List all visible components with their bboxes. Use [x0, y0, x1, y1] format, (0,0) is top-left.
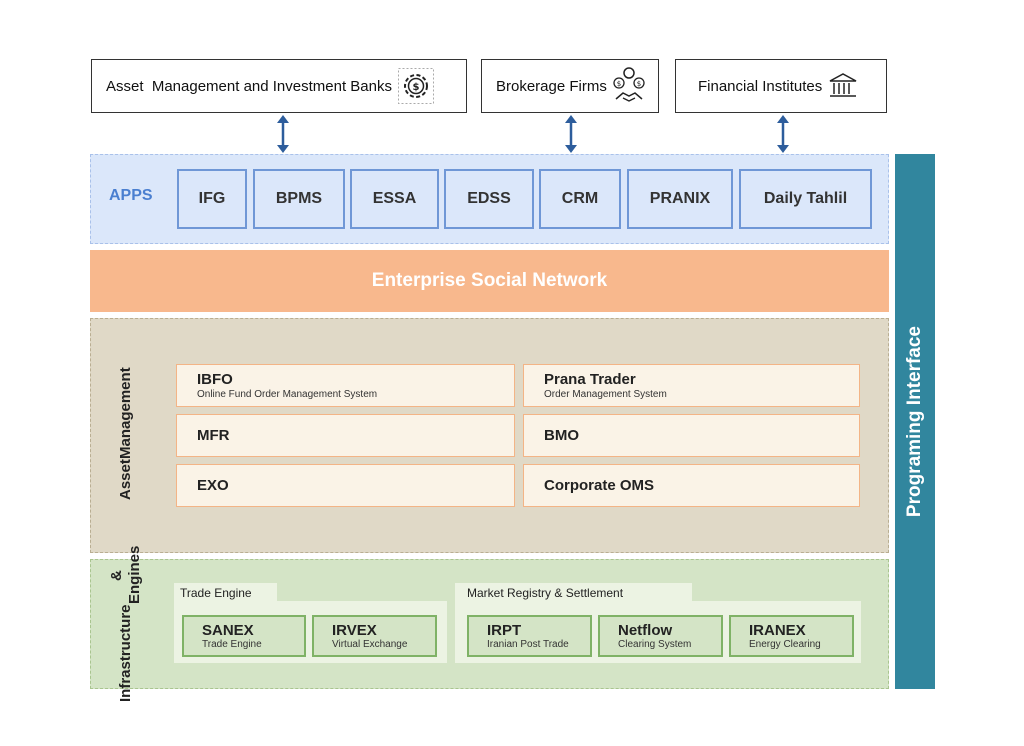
- netflow-title: Netflow: [618, 622, 673, 639]
- asset-management-label-line2: Management: [117, 367, 134, 460]
- svg-text:$: $: [637, 80, 641, 88]
- svg-text:$: $: [617, 80, 621, 88]
- app-pranix: PRANIX: [627, 169, 733, 229]
- ibfo-box: IBFO Online Fund Order Management System: [176, 364, 515, 407]
- app-ifg: IFG: [177, 169, 247, 229]
- market-registry-group-label: Market Registry & Settlement: [455, 583, 692, 603]
- app-essa: ESSA: [350, 169, 439, 229]
- brokerage-label: Brokerage Firms: [496, 77, 607, 95]
- irpt-title: IRPT: [487, 622, 522, 639]
- netflow-box: Netflow Clearing System: [598, 615, 723, 657]
- app-bpms: BPMS: [253, 169, 345, 229]
- arrow-financial: [777, 115, 789, 153]
- bmo-box: BMO: [523, 414, 860, 457]
- iranex-box: IRANEX Energy Clearing: [729, 615, 854, 657]
- prana-trader-subtitle: Order Management System: [544, 389, 667, 400]
- irvex-subtitle: Virtual Exchange: [332, 639, 408, 650]
- mfr-box: MFR: [176, 414, 515, 457]
- exo-title: EXO: [197, 477, 229, 494]
- enterprise-social-network: Enterprise Social Network: [90, 250, 889, 312]
- mfr-title: MFR: [197, 427, 230, 444]
- sanex-title: SANEX: [202, 622, 254, 639]
- corporate-oms-title: Corporate OMS: [544, 477, 655, 494]
- trade-engine-group-label: Trade Engine: [174, 583, 277, 603]
- app-edss: EDSS: [444, 169, 534, 229]
- app-crm: CRM: [539, 169, 621, 229]
- brokerage-box: Brokerage Firms $ $: [481, 59, 659, 113]
- bmo-title: BMO: [544, 427, 579, 444]
- iranex-subtitle: Energy Clearing: [749, 639, 821, 650]
- apps-label: APPS: [109, 187, 153, 204]
- exo-box: EXO: [176, 464, 515, 507]
- gear-dollar-icon: $: [398, 68, 434, 104]
- infrastructure-label: Infrastructure & Engines: [104, 546, 148, 702]
- infrastructure-label-line2: & Engines: [108, 546, 143, 605]
- bank-icon: [828, 72, 858, 100]
- ibfo-title: IBFO: [197, 371, 233, 388]
- asset-management-label: Asset Management: [106, 368, 146, 501]
- svg-text:$: $: [413, 82, 420, 93]
- asset-management-label-line1: Asset: [117, 459, 134, 501]
- programming-interface-label: Programing Interface: [904, 325, 925, 518]
- irvex-box: IRVEX Virtual Exchange: [312, 615, 437, 657]
- asset-banks-label: Asset Management and Investment Banks: [106, 77, 392, 95]
- corporate-oms-box: Corporate OMS: [523, 464, 860, 507]
- arrow-asset-banks: [277, 115, 289, 153]
- handshake-dollar-icon: $ $: [613, 66, 645, 106]
- app-daily-tahlil: Daily Tahlil: [739, 169, 872, 229]
- sanex-subtitle: Trade Engine: [202, 639, 262, 650]
- irpt-subtitle: Iranian Post Trade: [487, 639, 569, 650]
- irvex-title: IRVEX: [332, 622, 377, 639]
- financial-box: Financial Institutes: [675, 59, 887, 113]
- infrastructure-label-line1: Infrastructure: [117, 604, 134, 702]
- sanex-box: SANEX Trade Engine: [182, 615, 306, 657]
- arrow-brokerage: [565, 115, 577, 153]
- iranex-title: IRANEX: [749, 622, 806, 639]
- irpt-box: IRPT Iranian Post Trade: [467, 615, 592, 657]
- asset-banks-box: Asset Management and Investment Banks $: [91, 59, 467, 113]
- prana-trader-box: Prana Trader Order Management System: [523, 364, 860, 407]
- ibfo-subtitle: Online Fund Order Management System: [197, 389, 378, 400]
- financial-label: Financial Institutes: [698, 77, 823, 95]
- netflow-subtitle: Clearing System: [618, 639, 692, 650]
- prana-trader-title: Prana Trader: [544, 371, 636, 388]
- programming-interface-bar: Programing Interface: [895, 154, 935, 689]
